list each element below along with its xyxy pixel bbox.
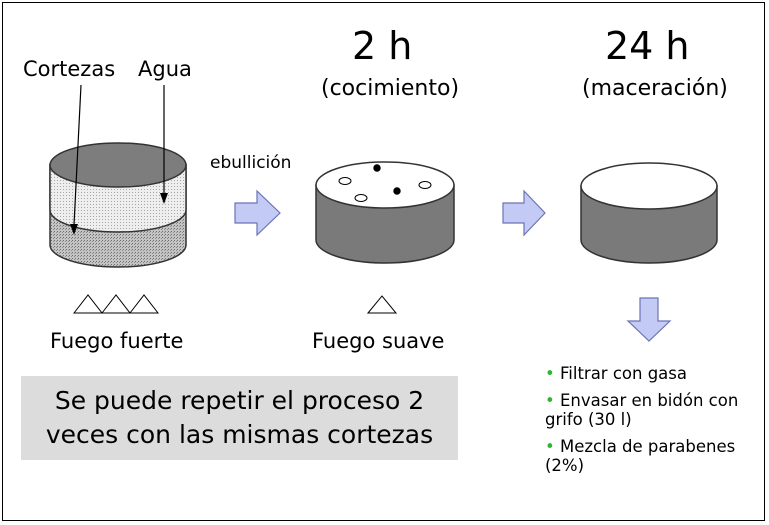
pointer-arrowhead [70,224,78,235]
bullet-icon: • [545,437,560,456]
bullet-icon: • [545,391,560,410]
step-text: Envasar en bidón con grifo (30 l) [545,391,739,429]
stage-time-24h: 24 h [605,24,690,68]
heat-label-strong: Fuego fuerte [50,329,184,353]
pointer-arrowhead [160,193,168,204]
stage-time-2h: 2 h [352,24,413,68]
down-arrow-icon [626,297,672,342]
flow-arrow-icon [234,189,281,237]
repeat-note: Se puede repetir el proceso 2 veces con … [21,376,458,460]
note-line-2: veces con las mismas cortezas [45,420,434,449]
stage-name-cocimiento: (cocimiento) [321,76,460,101]
bullet-icon: • [545,364,560,383]
list-item: • Envasar en bidón con grifo (30 l) [545,391,765,429]
ingredient-pointers [70,84,168,235]
post-steps-list: • Filtrar con gasa • Envasar en bidón co… [545,364,765,483]
bubbles-icon [338,164,432,202]
transition-label: ebullición [210,153,292,173]
pot-boiling [315,161,455,264]
heat-label-gentle: Fuego suave [312,329,445,353]
list-item: • Mezcla de parabenes (2%) [545,437,765,475]
stage-name-maceracion: (maceración) [582,76,728,101]
flow-arrow-icon [502,189,546,237]
ingredient-label-water: Agua [138,57,192,81]
step-text: Filtrar con gasa [559,364,687,383]
pot-maceration [580,162,718,264]
note-line-1: Se puede repetir el proceso 2 [54,386,425,415]
pot-layered [49,142,187,268]
step-text: Mezcla de parabenes (2%) [545,437,736,475]
ingredient-label-barks: Cortezas [23,57,116,81]
gentle-fire-icon [366,295,398,314]
strong-fire-icon [72,294,160,314]
list-item: • Filtrar con gasa [545,364,765,383]
